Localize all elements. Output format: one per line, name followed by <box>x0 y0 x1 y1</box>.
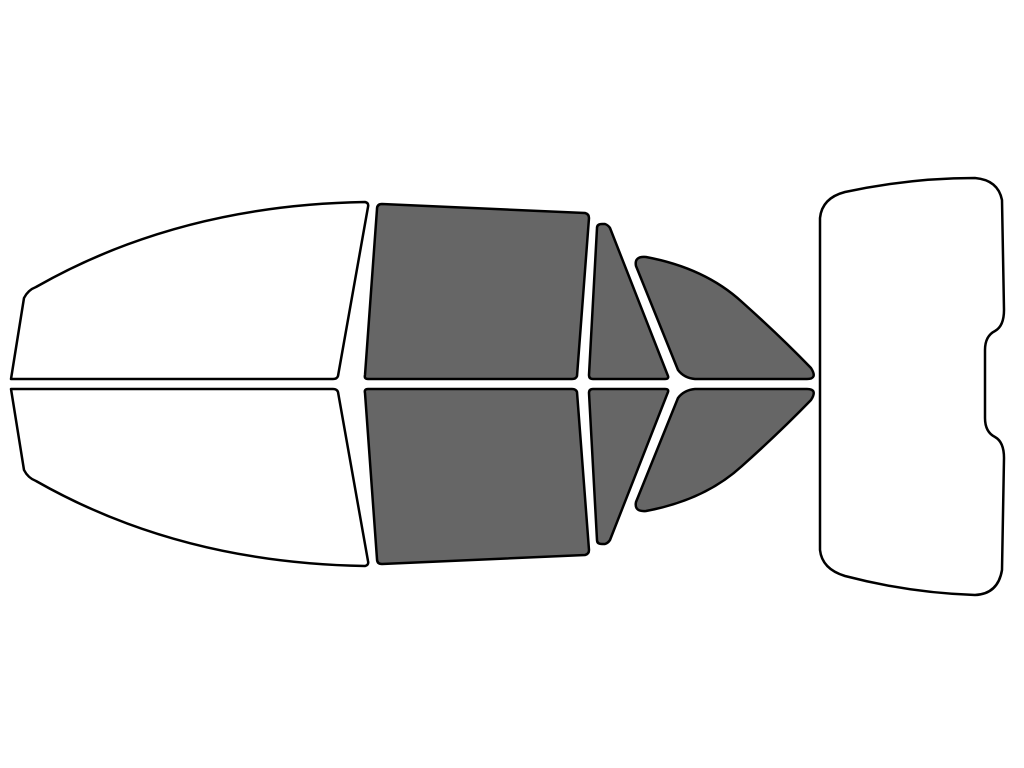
quarter-window-right[interactable] <box>634 387 815 513</box>
rear-door-window-right[interactable] <box>587 387 670 546</box>
front-door-window-right[interactable] <box>363 387 591 566</box>
rear-door-window-left[interactable] <box>587 222 670 381</box>
front-door-window-left[interactable] <box>363 202 591 381</box>
quarter-window-left[interactable] <box>634 255 815 381</box>
windshield-left-half[interactable] <box>9 200 370 381</box>
rear-windshield[interactable] <box>818 176 1006 597</box>
windshield-right-half[interactable] <box>9 387 370 568</box>
